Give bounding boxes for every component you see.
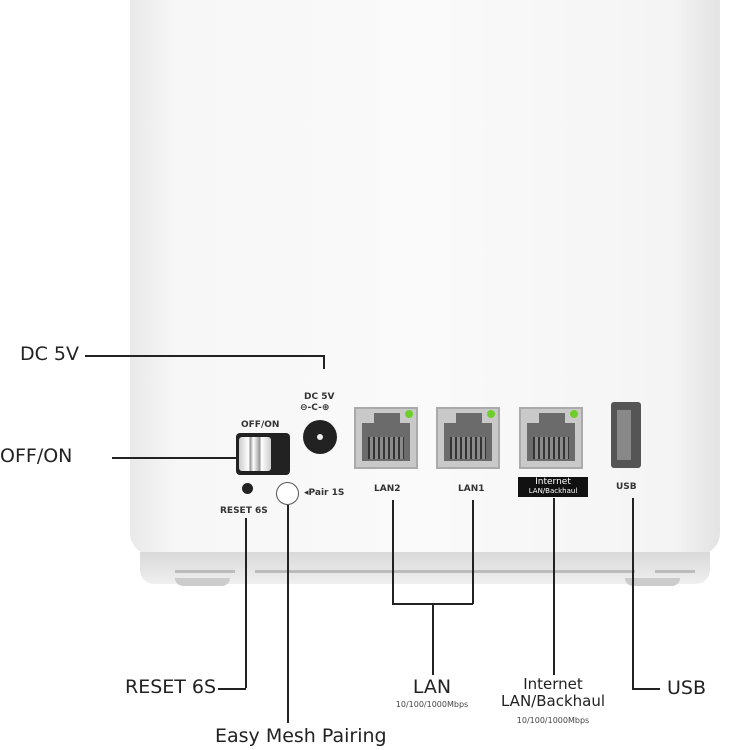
callout-lan-speed: 10/100/1000Mbps <box>395 700 469 709</box>
callout-line-lan <box>432 603 434 675</box>
router-base <box>140 552 710 584</box>
foot <box>625 578 680 586</box>
callout-line-lan2 <box>392 500 394 604</box>
callout-usb: USB <box>667 677 707 699</box>
callout-line-internet <box>553 498 555 675</box>
callout-line-switch <box>112 457 236 459</box>
callout-internet-speed: 10/100/1000Mbps <box>516 716 590 725</box>
usb-port <box>611 402 641 468</box>
vent-slot <box>255 570 635 573</box>
callout-line-usb <box>632 498 634 688</box>
callout-line-dc <box>323 355 325 369</box>
callout-internet-line2: LAN/Backhaul <box>500 692 606 710</box>
vent-slot <box>655 570 695 573</box>
reset-label: RESET 6S <box>220 506 268 516</box>
internet-label-bottom: LAN/Backhaul <box>528 487 578 495</box>
lan1-label: LAN1 <box>458 484 485 494</box>
dc-polarity-symbol: ⊖-C-⊕ <box>300 403 330 413</box>
usb-port-label: USB <box>616 482 637 492</box>
foot <box>175 578 230 586</box>
switch-label: OFF/ON <box>241 420 280 430</box>
callout-lan: LAN <box>412 676 452 698</box>
led-icon <box>487 410 495 418</box>
callout-line-dc <box>85 355 324 357</box>
vent-slot <box>175 570 235 573</box>
callout-line-reset <box>245 518 247 688</box>
dc-jack <box>303 420 337 454</box>
lan2-port <box>354 407 418 469</box>
power-switch[interactable] <box>236 433 290 475</box>
led-icon <box>570 410 578 418</box>
callout-reset: RESET 6S <box>125 676 217 698</box>
pair-label: ◂Pair 1S <box>304 488 345 498</box>
callout-switch: OFF/ON <box>0 445 73 467</box>
callout-line-lan1 <box>472 500 474 604</box>
lan1-port <box>436 407 500 469</box>
callout-line-usb <box>632 688 660 690</box>
reset-hole[interactable] <box>242 483 253 494</box>
led-icon <box>405 410 413 418</box>
callout-pairing: Easy Mesh Pairing <box>215 725 387 747</box>
callout-line-pairing <box>287 505 289 723</box>
internet-port <box>519 407 583 469</box>
internet-label-top: Internet <box>535 477 571 487</box>
pair-button[interactable] <box>276 482 299 505</box>
callout-internet-line1: Internet <box>523 675 583 693</box>
dc-port-label: DC 5V <box>304 392 335 402</box>
callout-dc: DC 5V <box>20 343 80 365</box>
router-body <box>130 0 720 555</box>
callout-line-reset <box>218 688 246 690</box>
lan2-label: LAN2 <box>374 484 401 494</box>
